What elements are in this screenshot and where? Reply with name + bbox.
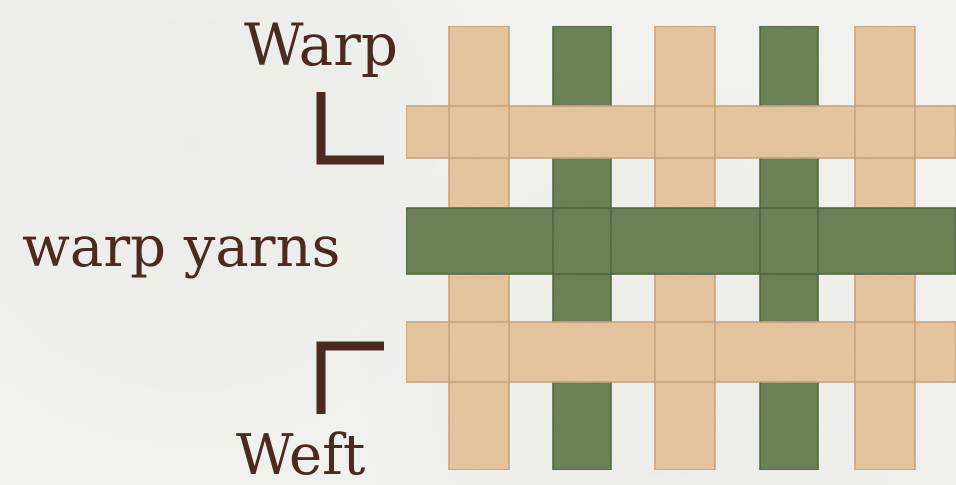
crossing-vertical-over (655, 106, 715, 158)
crossing-vertical-over (855, 106, 915, 158)
warp-yarns-label: warp yarns (22, 220, 340, 276)
weft-label: Weft (236, 428, 365, 484)
warp-bracket (321, 92, 384, 160)
weft-bracket (321, 346, 384, 414)
crossing-vertical-over (449, 322, 509, 382)
horizontal-yarn-green (406, 208, 956, 274)
crossing-vertical-over (655, 322, 715, 382)
warp-label: Warp (244, 16, 398, 74)
crossing-vertical-over (449, 106, 509, 158)
crossing-vertical-over (760, 208, 818, 274)
crossing-vertical-over (553, 208, 611, 274)
crossing-vertical-over (855, 322, 915, 382)
